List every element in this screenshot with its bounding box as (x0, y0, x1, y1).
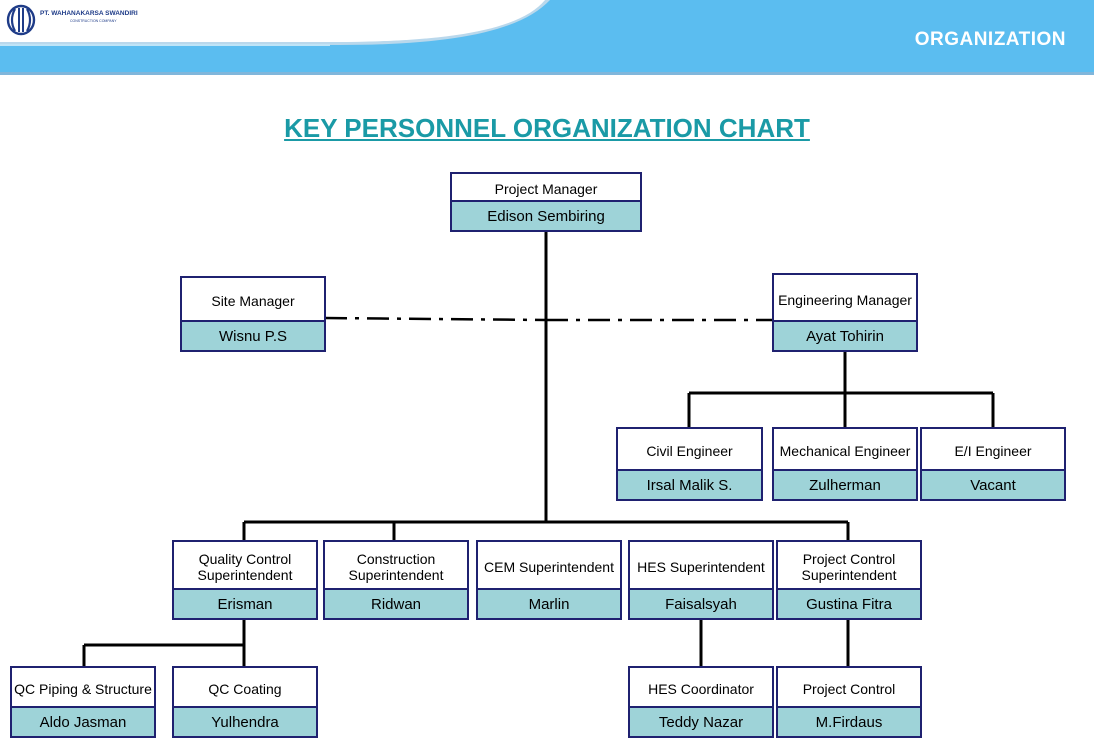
node-role: Project Manager (494, 181, 598, 197)
company-tagline: CONSTRUCTION COMPANY (70, 19, 117, 23)
node-name: Ayat Tohirin (774, 320, 916, 350)
node-name: Teddy Nazar (630, 706, 772, 736)
node-cem-superintendent: CEM Superintendent Marlin (476, 540, 622, 620)
node-site-manager: Site Manager Wisnu P.S (180, 276, 326, 352)
node-role: CEM Superintendent (484, 559, 614, 575)
chart-title: KEY PERSONNEL ORGANIZATION CHART (284, 113, 810, 143)
node-name: Vacant (922, 469, 1064, 499)
node-hes-superintendent: HES Superintendent Faisalsyah (628, 540, 774, 620)
node-role: HES Coordinator (648, 681, 754, 697)
node-role: Civil Engineer (646, 443, 733, 459)
header-band (0, 0, 1094, 75)
node-name: M.Firdaus (778, 706, 920, 736)
node-engineering-manager: Engineering Manager Ayat Tohirin (772, 273, 918, 352)
node-role: Project Control Superintendent (801, 551, 897, 583)
node-project-control-superintendent: Project Control Superintendent Gustina F… (776, 540, 922, 620)
node-qc-piping-structure: QC Piping & Structure Aldo Jasman (10, 666, 156, 738)
node-role: Engineering Manager (778, 291, 912, 308)
node-project-control: Project Control M.Firdaus (776, 666, 922, 738)
node-project-manager: Project Manager Edison Sembiring (450, 172, 642, 232)
node-role: Construction Superintendent (348, 551, 444, 583)
node-role: QC Coating (208, 681, 282, 697)
node-role: HES Superintendent (637, 559, 765, 575)
node-name: Aldo Jasman (12, 706, 154, 736)
node-name: Wisnu P.S (182, 320, 324, 350)
node-qc-coating: QC Coating Yulhendra (172, 666, 318, 738)
node-name: Irsal Malik S. (618, 469, 761, 499)
section-title: ORGANIZATION (914, 29, 1066, 50)
node-role: Site Manager (211, 293, 295, 309)
node-name: Faisalsyah (630, 588, 772, 618)
node-role: E/I Engineer (954, 443, 1032, 459)
node-role: Mechanical Engineer (779, 443, 911, 459)
node-name: Erisman (174, 588, 316, 618)
company-name: PT. WAHANAKARSA SWANDIRI (40, 10, 138, 17)
node-hes-coordinator: HES Coordinator Teddy Nazar (628, 666, 774, 738)
node-name: Yulhendra (174, 706, 316, 736)
company-logo-icon (6, 4, 36, 36)
node-role: Project Control (802, 681, 896, 697)
node-quality-control-superintendent: Quality Control Superintendent Erisman (172, 540, 318, 620)
node-name: Gustina Fitra (778, 588, 920, 618)
node-role: QC Piping & Structure (14, 681, 152, 697)
node-mechanical-engineer: Mechanical Engineer Zulherman (772, 427, 918, 501)
node-name: Marlin (478, 588, 620, 618)
node-civil-engineer: Civil Engineer Irsal Malik S. (616, 427, 763, 501)
node-name: Edison Sembiring (452, 200, 640, 230)
node-role: Quality Control Superintendent (197, 551, 293, 583)
node-name: Ridwan (325, 588, 467, 618)
node-name: Zulherman (774, 469, 916, 499)
node-construction-superintendent: Construction Superintendent Ridwan (323, 540, 469, 620)
node-ei-engineer: E/I Engineer Vacant (920, 427, 1066, 501)
